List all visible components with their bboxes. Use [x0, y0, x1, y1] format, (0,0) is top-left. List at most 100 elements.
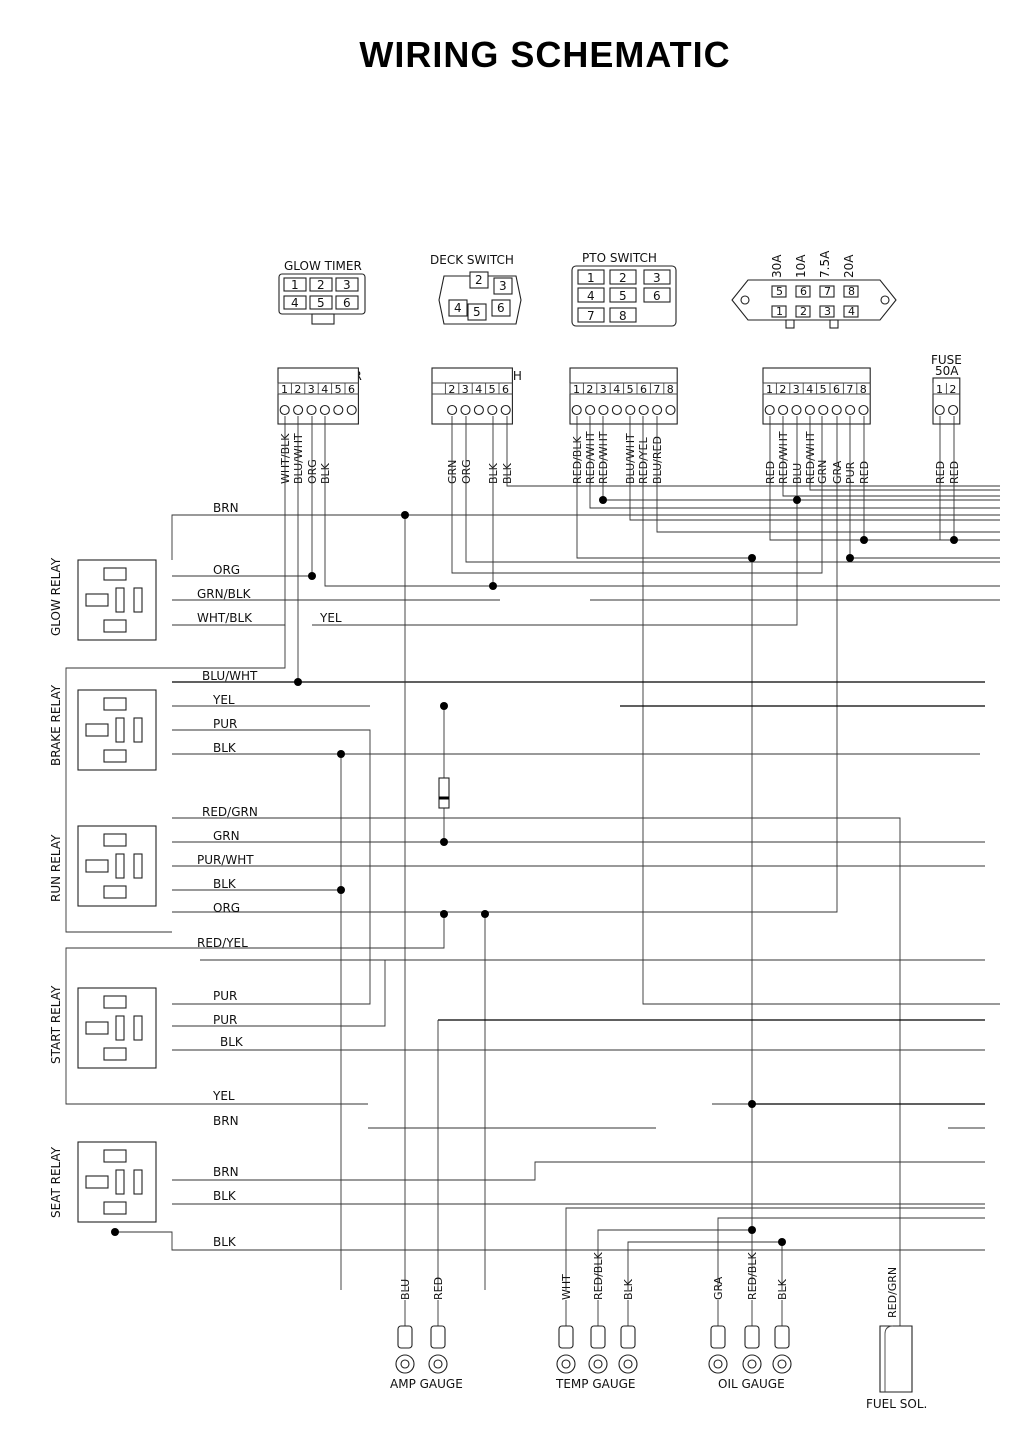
relay-wire-label: RED/GRN [202, 805, 258, 819]
relay-wire-label: BLK [213, 741, 237, 755]
ring-terminal [774, 1325, 790, 1349]
header-terminal [293, 404, 304, 416]
header-terminal [598, 404, 609, 416]
header-terminal [500, 404, 511, 416]
header-terminal [571, 404, 582, 416]
gauge-wire-label: RED/BLK [746, 1252, 759, 1300]
relay-wire-label: GRN/BLK [197, 587, 252, 601]
deck-switch-pin [448, 299, 468, 317]
header-pin-number: 3 [462, 383, 469, 396]
fuse-50a-label: FUSE [931, 353, 962, 367]
header-box [762, 367, 871, 425]
glow-timer-pin [335, 277, 359, 292]
header-terminal [333, 404, 344, 416]
header-terminal [818, 404, 829, 416]
pto-switch-pin [577, 287, 605, 303]
header-fuse-holder: FUSE HOLDER12345678REDRED/WHTBLURED/WHTG… [762, 367, 871, 484]
gauge-wire-label: RED/BLK [592, 1252, 605, 1300]
deck-switch-pin-number: 5 [473, 305, 481, 319]
glow-timer-pin [309, 277, 333, 292]
header-terminal [306, 404, 317, 416]
header-wire-label: BLU [791, 463, 804, 484]
header-wire-label: RED/WHT [597, 431, 610, 484]
relay-wire-label: PUR [213, 989, 237, 1003]
header-pin-number: 1 [281, 383, 288, 396]
fuse-block-pin-number: 4 [848, 305, 855, 318]
header-wire-label: BLK [487, 462, 500, 484]
header-pin-number: 8 [667, 383, 674, 396]
relay-brake-relay: BRAKE RELAY [49, 684, 157, 771]
header-terminal [934, 404, 945, 416]
fuel-solenoid: FUEL SOL. RED/GRN [866, 1267, 927, 1411]
pto-switch-pin-number: 3 [653, 271, 661, 285]
gauge-wire-label: BLU [399, 1279, 412, 1300]
header-terminal [778, 404, 789, 416]
pto-switch-pin [609, 269, 637, 285]
junction-dots [111, 496, 958, 1246]
header-wire-label: RED [764, 461, 777, 484]
gauge-wire-label: WHT [560, 1274, 573, 1300]
pto-switch-connector-label: PTO SWITCH [582, 251, 657, 265]
pto-switch-pin-number: 1 [587, 271, 595, 285]
header-pin-number: 2 [779, 383, 786, 396]
header-pin-number: 7 [846, 383, 853, 396]
header-pin-number: 4 [613, 383, 620, 396]
header-pin-number: 2 [949, 383, 956, 396]
header-pin-number: 6 [640, 383, 647, 396]
relay-wire-label: BRN [213, 1114, 239, 1128]
header-wire-label: BLK [319, 462, 332, 484]
glow-timer-connector-label: GLOW TIMER [284, 259, 362, 273]
header-wire-label: BLK [501, 462, 514, 484]
header-wire-label: GRA [831, 460, 844, 484]
header-terminal [447, 404, 458, 416]
deck-switch-pin [469, 271, 489, 289]
deck-switch-pin-number: 4 [454, 301, 462, 315]
glow-timer-pin [335, 295, 359, 310]
header-box [431, 367, 513, 425]
relay-name: SEAT RELAY [49, 1146, 63, 1218]
deck-switch-pin [467, 303, 487, 321]
relay-wire-label: PUR [213, 717, 237, 731]
pto-switch-pin-number: 7 [587, 309, 595, 323]
header-terminal [460, 404, 471, 416]
relay-name: GLOW RELAY [49, 557, 63, 636]
header-wire-label: RED/WHT [804, 431, 817, 484]
deck-switch-pin [491, 299, 511, 317]
glow-timer-pin [283, 277, 307, 292]
header-terminal [845, 404, 856, 416]
fuse-block-pin-number: 8 [848, 285, 855, 298]
relay-name: RUN RELAY [49, 834, 63, 902]
header-terminal [652, 404, 663, 416]
relay-wire-label: PUR/WHT [197, 853, 254, 867]
header-wire-label: WHT/BLK [279, 433, 292, 484]
pto-switch-pin-number: 2 [619, 271, 627, 285]
ring-terminal [620, 1325, 636, 1349]
relay-seat-relay: SEAT RELAY [49, 1141, 157, 1223]
fuse-block-pin-number: 2 [800, 305, 807, 318]
glow-timer-pin [309, 295, 333, 310]
relay-wire-label: YEL [212, 693, 235, 707]
header-pin-number: 5 [489, 383, 496, 396]
fuse-block-pin-number: 6 [800, 285, 807, 298]
ring-terminal [710, 1325, 726, 1349]
pto-switch-pin [643, 287, 671, 303]
relay-name: START RELAY [49, 985, 63, 1064]
header-pin-number: 6 [833, 383, 840, 396]
header-terminal [804, 404, 815, 416]
diode-symbol [438, 777, 450, 809]
header-pin-number: 4 [321, 383, 328, 396]
header-pin-number: 5 [335, 383, 342, 396]
relay-run-relay: RUN RELAY [49, 825, 157, 907]
header-terminal [346, 404, 357, 416]
header-terminal [858, 404, 869, 416]
pto-switch-pin-number: 6 [653, 289, 661, 303]
relay-wire-label: BLK [213, 877, 237, 891]
header-pin-number: 6 [502, 383, 509, 396]
header-terminal [473, 404, 484, 416]
header-pin-number: 2 [586, 383, 593, 396]
header-pin-number: 7 [653, 383, 660, 396]
